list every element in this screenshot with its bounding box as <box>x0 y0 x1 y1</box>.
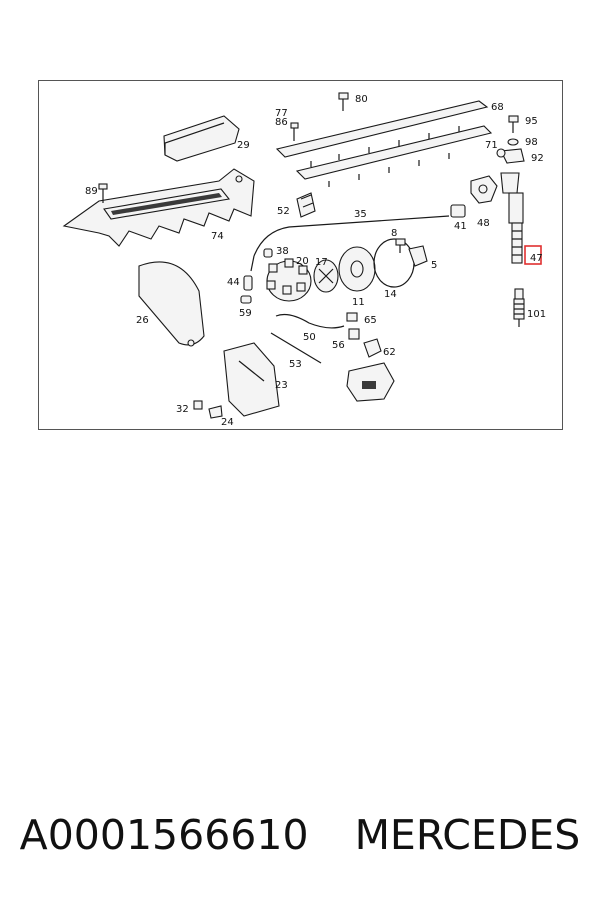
part-95-bolt <box>508 115 519 133</box>
label-68: 68 <box>491 102 504 113</box>
part-14-oring <box>373 238 415 288</box>
highlight-part-47[interactable] <box>524 245 542 265</box>
part-50-hose <box>275 313 345 329</box>
part-number: A0001566610 <box>19 811 309 859</box>
label-92: 92 <box>531 153 544 164</box>
label-71: 71 <box>485 140 498 151</box>
part-11-pulley <box>338 246 376 292</box>
part-98-washer <box>507 138 519 146</box>
part-59-connector <box>240 295 252 304</box>
part-62-elbow <box>363 338 382 358</box>
label-80: 80 <box>355 94 368 105</box>
label-98: 98 <box>525 137 538 148</box>
label-8: 8 <box>391 228 397 239</box>
part-65-clip <box>346 312 358 322</box>
part-74-engine-cover <box>62 168 255 247</box>
label-74: 74 <box>211 231 224 242</box>
label-44: 44 <box>227 277 240 288</box>
part-17-rotor <box>313 259 339 293</box>
part-control-module <box>346 362 395 402</box>
label-62: 62 <box>383 347 396 358</box>
part-101-spark-plug <box>513 288 525 327</box>
label-41: 41 <box>454 221 467 232</box>
label-65: 65 <box>364 315 377 326</box>
label-23: 23 <box>275 380 288 391</box>
label-20: 20 <box>296 256 309 267</box>
part-68-injector-rails <box>275 100 493 187</box>
part-24-clip <box>208 405 223 419</box>
part-38-cap <box>263 248 273 258</box>
label-32: 32 <box>176 404 189 415</box>
label-52: 52 <box>277 206 290 217</box>
footer-caption: A0001566610 MERCEDES <box>0 800 600 870</box>
label-53: 53 <box>289 359 302 370</box>
label-101: 101 <box>527 309 546 320</box>
part-8-screw <box>395 238 406 253</box>
label-59: 59 <box>239 308 252 319</box>
part-44-plug <box>243 275 253 291</box>
label-56: 56 <box>332 340 345 351</box>
part-labels: 80 77 86 68 95 98 71 92 29 89 74 52 35 4… <box>85 94 546 428</box>
label-26: 26 <box>136 315 149 326</box>
part-92-bracket <box>496 148 525 164</box>
part-52-connector <box>296 192 316 218</box>
brand-name: MERCEDES <box>354 811 581 859</box>
label-35: 35 <box>354 209 367 220</box>
label-48: 48 <box>477 218 490 229</box>
part-26-shield <box>138 261 205 347</box>
label-11: 11 <box>352 297 365 308</box>
part-77-86-screw <box>290 122 299 141</box>
label-5: 5 <box>431 260 437 271</box>
label-86: 86 <box>275 117 288 128</box>
exploded-parts-diagram: 80 77 86 68 95 98 71 92 29 89 74 52 35 4… <box>62 92 546 428</box>
label-29: 29 <box>237 140 250 151</box>
part-80-screw <box>338 92 349 111</box>
label-24: 24 <box>221 417 234 428</box>
label-89: 89 <box>85 186 98 197</box>
label-95: 95 <box>525 116 538 127</box>
part-20-distributor-cap <box>266 258 312 302</box>
label-17: 17 <box>315 257 328 268</box>
part-41-fitting <box>450 204 466 218</box>
label-77: 77 <box>275 108 288 119</box>
part-89-screw <box>98 183 108 203</box>
part-35-hose <box>250 215 450 272</box>
label-14: 14 <box>384 289 397 300</box>
part-48-coil-lead <box>470 172 524 264</box>
part-5-sensor <box>408 245 428 267</box>
part-53-rod <box>270 332 322 364</box>
part-32-bolt <box>193 400 203 410</box>
label-47[interactable]: 47 <box>530 253 543 264</box>
part-29-cover-piece <box>163 115 240 162</box>
part-23-bracket <box>223 342 280 417</box>
label-50: 50 <box>303 332 316 343</box>
parts-diagram-frame: 80 77 86 68 95 98 71 92 29 89 74 52 35 4… <box>38 80 563 430</box>
label-38: 38 <box>276 246 289 257</box>
part-56-connector <box>348 328 360 340</box>
